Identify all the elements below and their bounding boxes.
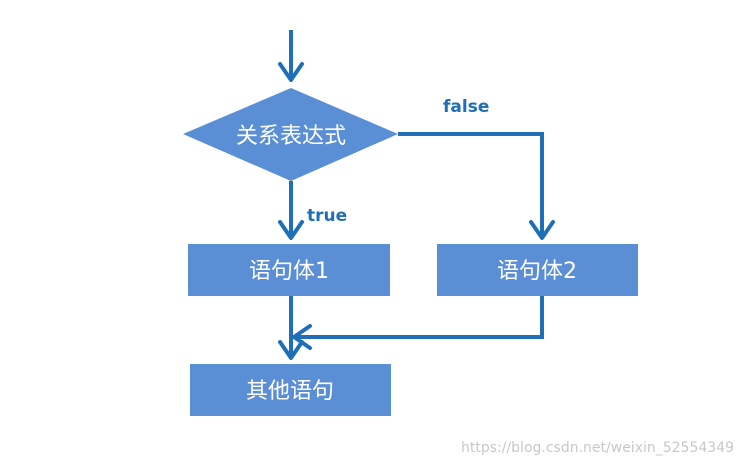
- body2-box: [437, 244, 638, 296]
- condition-label: 关系表达式: [236, 124, 346, 149]
- body2-label: 语句体2: [497, 259, 577, 284]
- true-edge: true: [278, 181, 347, 240]
- false-label: false: [443, 97, 489, 117]
- merge-edges: [278, 296, 544, 360]
- other-node: 其他语句: [190, 364, 391, 416]
- body1-box: [188, 244, 390, 296]
- true-label: true: [307, 206, 347, 226]
- body2-node: 语句体2: [437, 244, 638, 296]
- false-edge: false: [398, 97, 555, 240]
- watermark-text: https://blog.csdn.net/weixin_52554349: [461, 440, 734, 456]
- other-box: [190, 364, 391, 416]
- condition-diamond: [183, 88, 398, 181]
- body1-label: 语句体1: [249, 259, 329, 284]
- condition-node: 关系表达式: [183, 88, 398, 181]
- other-label: 其他语句: [246, 379, 334, 404]
- body1-node: 语句体1: [188, 244, 390, 296]
- entry-arrow: [278, 30, 304, 82]
